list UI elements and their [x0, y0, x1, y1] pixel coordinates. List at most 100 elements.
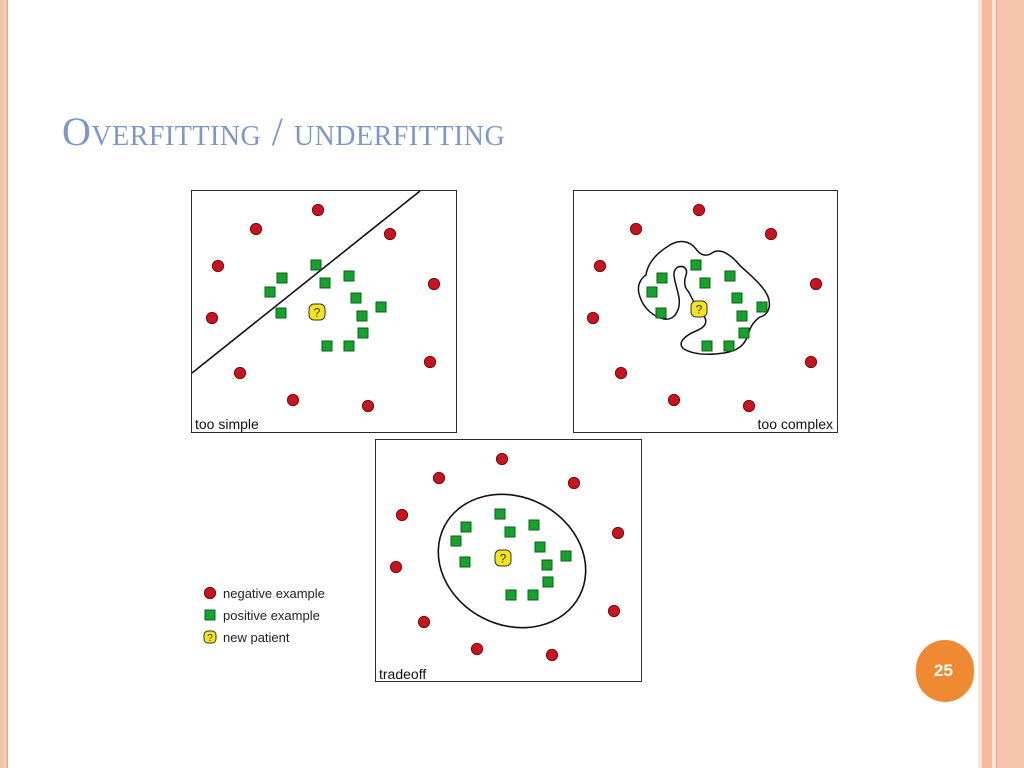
negative-example-marker: [614, 366, 628, 380]
new-patient-marker: ?: [494, 549, 512, 567]
legend-label: new patient: [223, 629, 290, 645]
negative-example-marker: [545, 648, 559, 662]
svg-text:?: ?: [314, 306, 321, 320]
legend-marker: [203, 630, 217, 644]
positive-example-marker: [460, 521, 472, 533]
legend-label: negative example: [223, 585, 325, 601]
legend-label: positive example: [223, 607, 320, 623]
positive-example-marker: [736, 310, 748, 322]
positive-example-marker: [528, 519, 540, 531]
negative-example-marker: [586, 311, 600, 325]
positive-example-marker: [505, 589, 517, 601]
panel-too-simple-plot: ?: [192, 191, 441, 413]
positive-example-marker: [731, 292, 743, 304]
negative-example-marker: [249, 222, 263, 236]
positive-example-marker: [542, 576, 554, 588]
positive-example-marker: [310, 259, 322, 271]
positive-example-marker: [350, 292, 362, 304]
positive-example-marker: [723, 340, 735, 352]
positive-example-marker: [264, 286, 276, 298]
negative-example-marker: [311, 203, 325, 217]
negative-example-marker: [804, 355, 818, 369]
positive-example-marker: [701, 340, 713, 352]
negative-example-marker: [427, 277, 441, 291]
page-number: 25: [934, 661, 953, 680]
positive-example-marker: [738, 327, 750, 339]
positive-example-marker: [459, 556, 471, 568]
negative-example-marker: [211, 259, 225, 273]
negative-example-marker: [567, 476, 581, 490]
page-number-badge: 25: [916, 640, 974, 702]
negative-example-marker: [361, 399, 375, 413]
negative-example-marker: [809, 277, 823, 291]
positive-example-icon: [204, 609, 216, 621]
slide-title: Overfitting / underfitting: [62, 109, 506, 154]
negative-example-marker: [470, 642, 484, 656]
balanced-decision-boundary: [437, 493, 587, 629]
positive-example-marker: [494, 508, 506, 520]
negative-example-marker: [383, 227, 397, 241]
panel-too-simple: ? too simple: [191, 190, 457, 433]
panel-label: too simple: [195, 416, 259, 432]
legend: negative example positive example ? new …: [202, 582, 372, 648]
panel-tradeoff-plot: ?: [389, 452, 625, 662]
positive-example-marker: [656, 272, 668, 284]
new-patient-icon: ?: [203, 630, 217, 644]
negative-example-marker: [233, 366, 247, 380]
positive-example-marker: [375, 301, 387, 313]
legend-item-new-patient: ? new patient: [202, 626, 372, 648]
overfit-decision-boundary: [637, 240, 771, 355]
positive-example-marker: [275, 307, 287, 319]
legend-marker: [203, 586, 217, 600]
positive-example-marker: [541, 559, 553, 571]
new-patient-marker: ?: [308, 303, 326, 321]
negative-example-marker: [611, 526, 625, 540]
positive-example-marker: [655, 307, 667, 319]
negative-example-marker: [417, 615, 431, 629]
positive-example-marker: [343, 340, 355, 352]
new-patient-marker: ?: [690, 300, 708, 318]
negative-example-marker: [205, 311, 219, 325]
panel-tradeoff: ? tradeoff: [375, 439, 642, 682]
negative-example-marker: [667, 393, 681, 407]
panel-too-complex: ? too complex: [573, 190, 838, 433]
positive-example-marker: [321, 340, 333, 352]
positive-example-marker: [690, 259, 702, 271]
right-edge-bands: [978, 0, 1024, 768]
panel-label: too complex: [757, 416, 833, 432]
positive-example-marker: [527, 589, 539, 601]
panel-too-complex-plot: ?: [586, 203, 823, 413]
negative-example-marker: [286, 393, 300, 407]
negative-example-marker: [692, 203, 706, 217]
svg-text:?: ?: [696, 303, 703, 317]
negative-example-marker: [593, 259, 607, 273]
positive-example-marker: [319, 277, 331, 289]
positive-example-marker: [343, 270, 355, 282]
positive-example-marker: [276, 272, 288, 284]
positive-example-marker: [504, 526, 516, 538]
positive-example-marker: [534, 541, 546, 553]
left-edge-line: [4, 0, 5, 768]
negative-example-marker: [389, 560, 403, 574]
negative-example-marker: [629, 222, 643, 236]
negative-example-marker: [764, 227, 778, 241]
positive-example-marker: [357, 327, 369, 339]
svg-text:?: ?: [500, 552, 507, 566]
positive-example-marker: [560, 550, 572, 562]
negative-example-marker: [395, 508, 409, 522]
positive-example-marker: [646, 286, 658, 298]
legend-marker: [204, 609, 216, 621]
legend-item-positive: positive example: [202, 604, 372, 626]
positive-example-marker: [356, 310, 368, 322]
legend-item-negative: negative example: [202, 582, 372, 604]
negative-example-marker: [495, 452, 509, 466]
positive-example-marker: [756, 301, 768, 313]
negative-example-marker: [432, 471, 446, 485]
negative-example-marker: [742, 399, 756, 413]
positive-example-marker: [699, 277, 711, 289]
positive-example-marker: [724, 270, 736, 282]
negative-example-marker: [607, 604, 621, 618]
negative-example-marker: [423, 355, 437, 369]
panel-label: tradeoff: [379, 666, 427, 682]
positive-example-marker: [450, 535, 462, 547]
